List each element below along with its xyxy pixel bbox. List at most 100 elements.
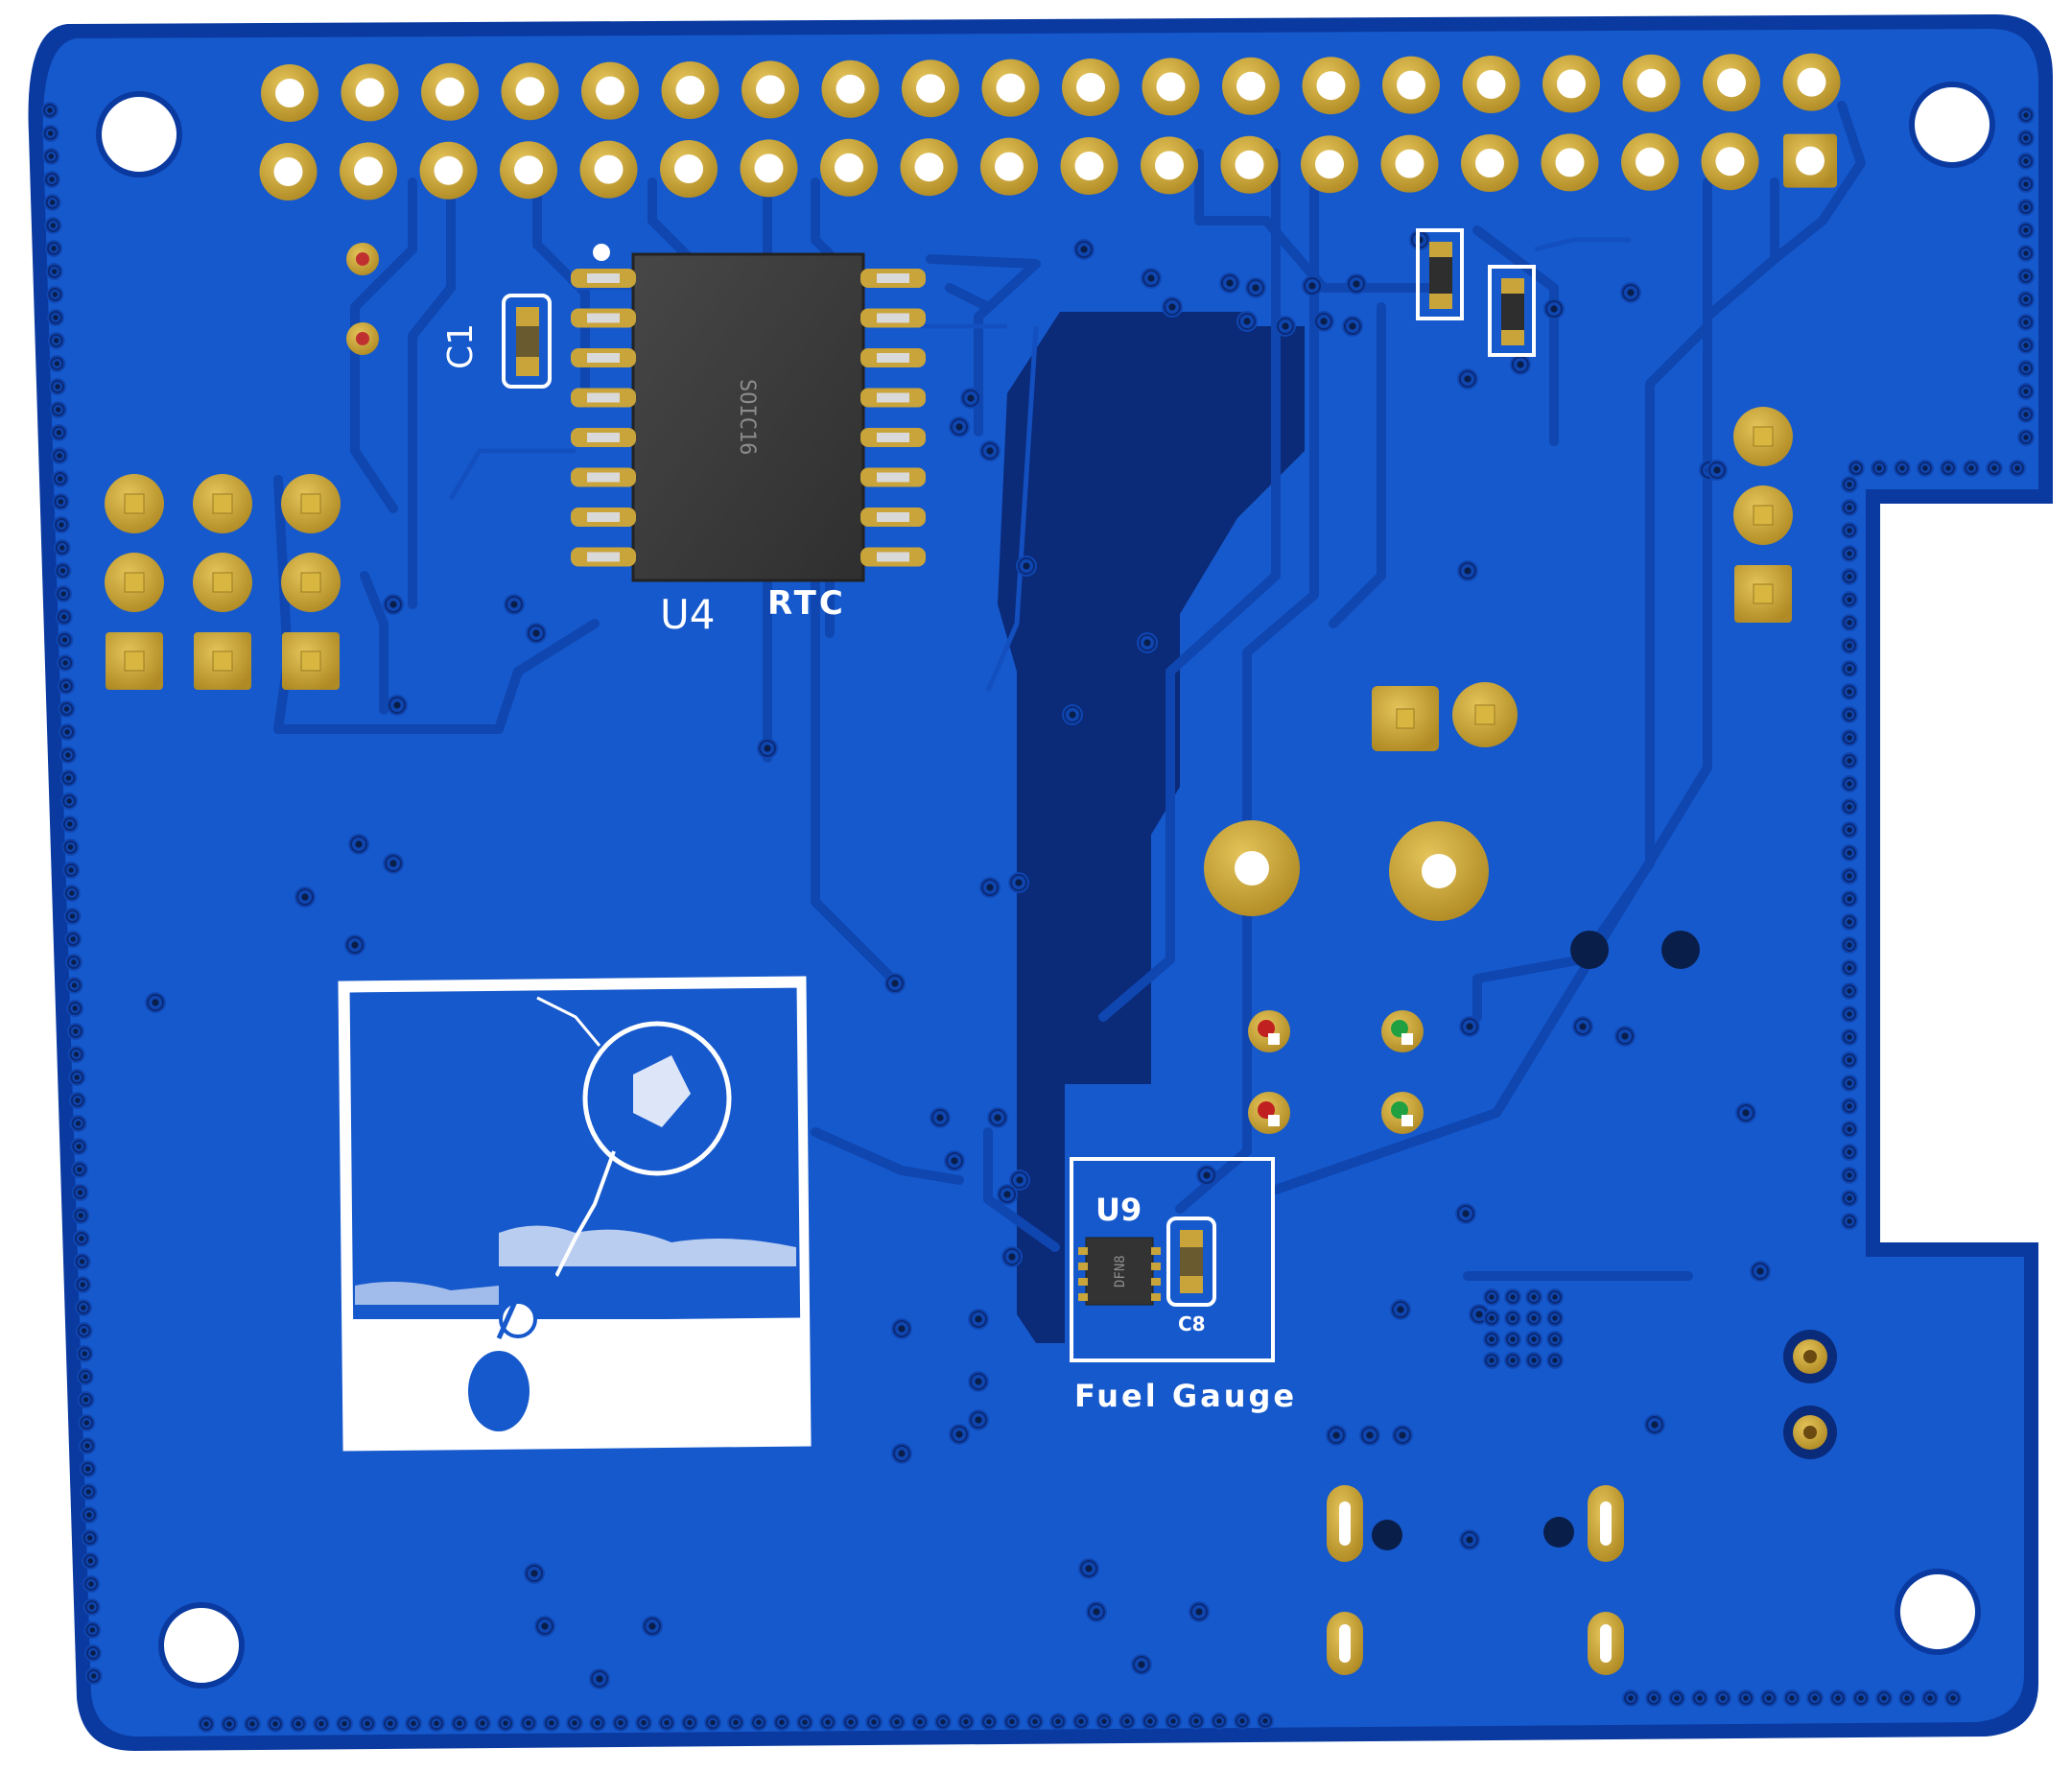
gpio-pin bbox=[981, 59, 1040, 117]
via bbox=[1095, 1713, 1113, 1731]
via bbox=[1917, 460, 1934, 477]
via bbox=[1841, 568, 1858, 585]
via-cluster bbox=[1483, 1288, 1564, 1369]
via bbox=[53, 539, 71, 556]
via bbox=[1841, 1051, 1858, 1069]
via bbox=[1073, 239, 1095, 260]
via bbox=[1326, 1425, 1347, 1446]
via bbox=[1392, 1425, 1413, 1446]
via bbox=[1078, 1558, 1099, 1579]
via bbox=[1525, 1288, 1542, 1306]
via bbox=[1841, 591, 1858, 608]
via bbox=[1359, 1425, 1380, 1446]
via bbox=[1245, 277, 1266, 298]
header-pin bbox=[194, 632, 251, 690]
via bbox=[64, 931, 82, 948]
via bbox=[43, 194, 61, 211]
via bbox=[1714, 1689, 1731, 1707]
via bbox=[968, 1371, 989, 1392]
fuel-gauge-label: Fuel Gauge bbox=[1074, 1378, 1297, 1414]
via bbox=[930, 1107, 951, 1128]
header-pin bbox=[105, 474, 164, 533]
via bbox=[1086, 1601, 1107, 1622]
via bbox=[359, 1714, 376, 1733]
right-header-3pin bbox=[1733, 407, 1793, 623]
via bbox=[704, 1713, 721, 1732]
gpio-pin bbox=[341, 63, 399, 122]
via bbox=[642, 1616, 663, 1637]
via bbox=[58, 700, 76, 718]
via bbox=[1806, 1689, 1824, 1707]
via bbox=[1313, 311, 1334, 332]
via bbox=[1841, 821, 1858, 839]
gpio-pin bbox=[1060, 137, 1118, 195]
via bbox=[69, 1115, 87, 1132]
via bbox=[2009, 460, 2026, 477]
via bbox=[1457, 368, 1478, 390]
c8-capacitor bbox=[1166, 1217, 1216, 1307]
via bbox=[1483, 1310, 1500, 1327]
via bbox=[1459, 1529, 1480, 1550]
via bbox=[41, 102, 59, 119]
gpio-pin bbox=[1062, 59, 1119, 116]
test-points bbox=[1248, 1010, 1424, 1134]
via bbox=[1546, 1288, 1564, 1306]
via bbox=[82, 1598, 101, 1616]
via bbox=[944, 1150, 965, 1171]
via bbox=[45, 263, 63, 280]
gpio-pin bbox=[261, 64, 318, 122]
via bbox=[59, 723, 77, 741]
via bbox=[1572, 1016, 1593, 1037]
via bbox=[1234, 1712, 1251, 1730]
via bbox=[980, 1713, 998, 1731]
via bbox=[47, 332, 65, 349]
via bbox=[757, 738, 778, 759]
via bbox=[1165, 1712, 1182, 1730]
via bbox=[47, 309, 65, 326]
via bbox=[1894, 460, 1911, 477]
via bbox=[1921, 1689, 1939, 1707]
via bbox=[62, 885, 81, 902]
stitching-vias bbox=[41, 102, 2035, 1733]
fuel-gauge-outline bbox=[1070, 1157, 1275, 1362]
via bbox=[76, 1345, 94, 1362]
header-pin bbox=[193, 553, 252, 612]
via bbox=[1275, 316, 1296, 337]
via bbox=[635, 1713, 652, 1732]
smd-resistor-pair bbox=[1416, 228, 1536, 357]
via bbox=[1188, 1712, 1205, 1730]
via bbox=[1016, 555, 1037, 577]
via bbox=[70, 1161, 88, 1178]
via bbox=[51, 447, 69, 464]
via bbox=[2017, 130, 2035, 147]
via bbox=[949, 1424, 970, 1445]
via bbox=[1049, 1713, 1067, 1731]
gpio-pin bbox=[1222, 57, 1280, 115]
via bbox=[383, 853, 404, 874]
header-pin bbox=[1733, 407, 1793, 466]
via bbox=[1009, 1170, 1030, 1191]
via bbox=[1504, 1352, 1521, 1369]
via bbox=[2017, 383, 2035, 400]
via bbox=[1737, 1689, 1754, 1707]
u9-package-mark: DFN8 bbox=[1113, 1255, 1128, 1288]
via bbox=[84, 1667, 103, 1685]
signal-traces bbox=[448, 237, 1631, 692]
c1-capacitor bbox=[502, 294, 552, 389]
via bbox=[1162, 296, 1183, 318]
via bbox=[68, 1092, 86, 1109]
via bbox=[72, 1230, 90, 1247]
gpio-pin bbox=[661, 61, 719, 119]
via bbox=[1645, 1689, 1662, 1707]
via bbox=[1841, 522, 1858, 539]
via bbox=[2017, 314, 2035, 331]
inner-ground-pour bbox=[998, 312, 1305, 1343]
via bbox=[1189, 1601, 1210, 1622]
via bbox=[1455, 1203, 1476, 1224]
via bbox=[2017, 291, 2035, 308]
via bbox=[934, 1713, 952, 1731]
via bbox=[1546, 1352, 1564, 1369]
via bbox=[1986, 460, 2003, 477]
via bbox=[76, 1368, 94, 1385]
